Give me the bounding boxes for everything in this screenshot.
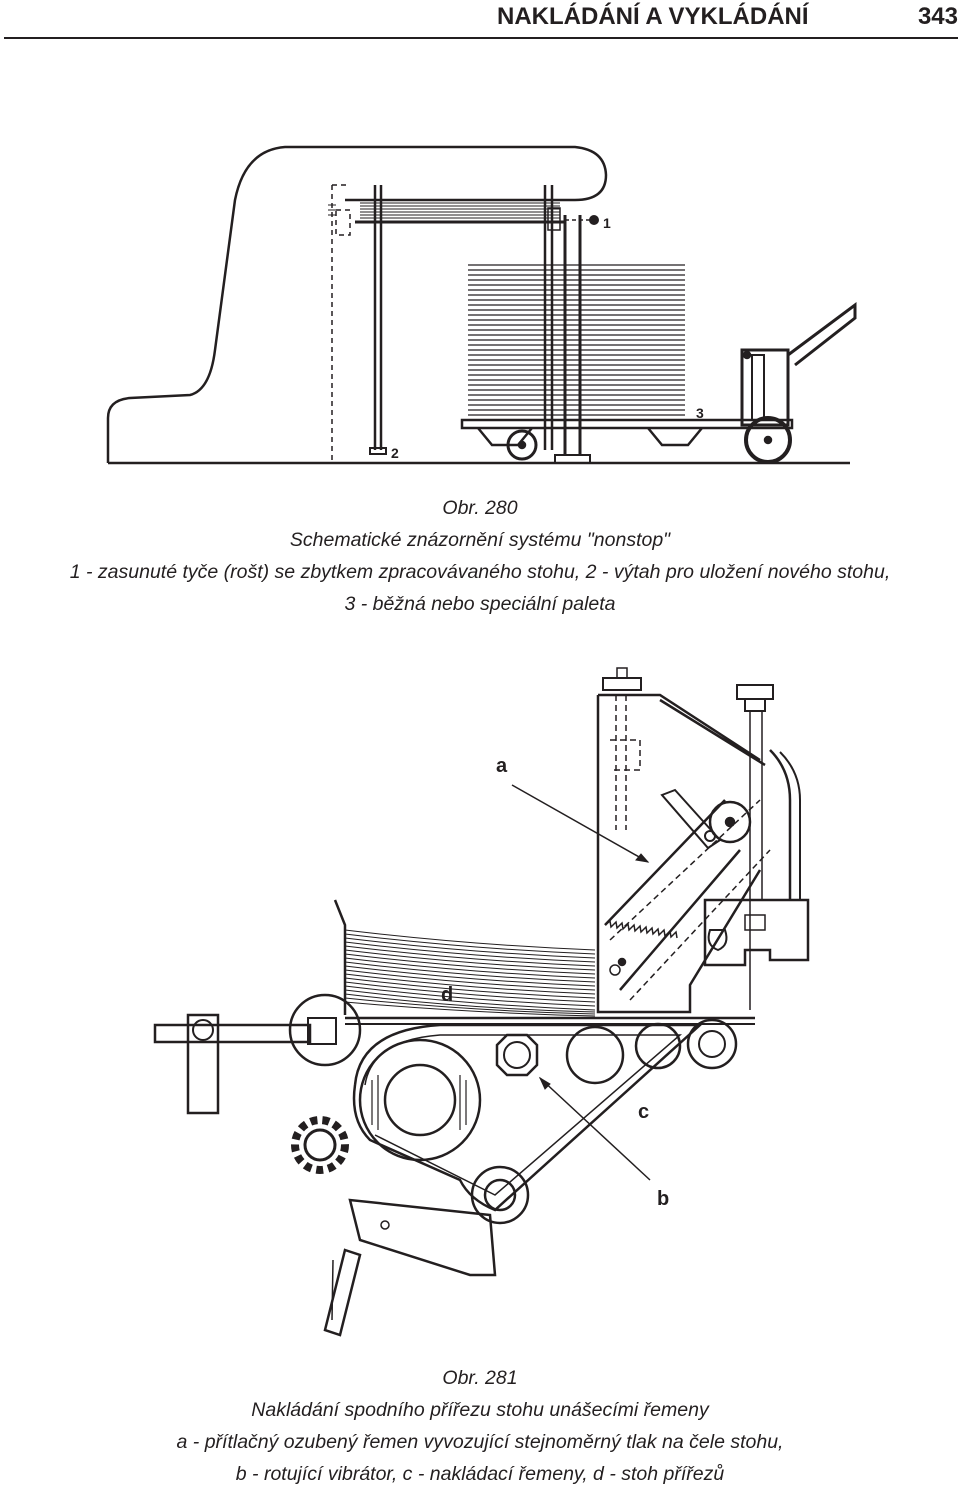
figure-281-legend-2: b - rotující vibrátor, c - nakládací řem… — [235, 1463, 725, 1485]
lift-dashed — [331, 184, 351, 463]
lift-foot — [369, 447, 387, 455]
callout-c: c — [638, 1101, 649, 1123]
clamp-block — [703, 898, 810, 967]
figure-281-number: Obr. 281 — [442, 1367, 518, 1389]
vibrator — [495, 1033, 539, 1077]
figure-280-caption: Obr. 280 Schematické znázornění systému … — [0, 492, 960, 620]
grate-rods — [360, 199, 560, 219]
pallet — [460, 302, 857, 464]
figure-281-legend-1: a - přítlačný ozubený řemen vyvozující s… — [176, 1431, 784, 1453]
leader-a — [511, 784, 649, 863]
callout-d: d — [441, 984, 453, 1006]
chapter-title: NAKLÁDÁNÍ A VYKLÁDÁNÍ — [497, 3, 809, 30]
figure-281-caption: Obr. 281 Nakládání spodního přířezu stoh… — [0, 1362, 960, 1490]
leader-c-b — [539, 1077, 651, 1181]
callout-b: b — [657, 1188, 669, 1210]
figure-280-title: Schematické znázornění systému "nonstop" — [289, 529, 671, 551]
figure-281-title: Nakládání spodního přířezu stohu unášecí… — [251, 1399, 709, 1421]
figure-280-legend-2: 3 - běžná nebo speciální paleta — [344, 593, 616, 615]
toothed-belt — [604, 799, 741, 991]
callout-1-dot — [589, 215, 599, 225]
machine-frame — [106, 145, 608, 463]
page-number: 343 — [917, 3, 958, 30]
figure-281-drawing: a c b d — [0, 660, 960, 1360]
new-stack — [468, 264, 685, 416]
callout-1: 1 — [603, 215, 611, 231]
figure-280-drawing: 1 2 3 — [0, 130, 960, 480]
figure-280-legend-1: 1 - zasunuté tyče (rošt) se zbytkem zpra… — [69, 561, 891, 583]
callout-2: 2 — [391, 445, 399, 461]
callout-a: a — [496, 755, 508, 777]
figure-280-number: Obr. 280 — [442, 497, 518, 519]
loading-belts — [352, 1023, 704, 1212]
sheet-stack-d — [344, 929, 596, 1017]
header-rule — [4, 37, 958, 39]
gear — [291, 1116, 349, 1174]
callout-3: 3 — [696, 405, 704, 421]
running-header: NAKLÁDÁNÍ A VYKLÁDÁNÍ 343 — [0, 0, 960, 40]
